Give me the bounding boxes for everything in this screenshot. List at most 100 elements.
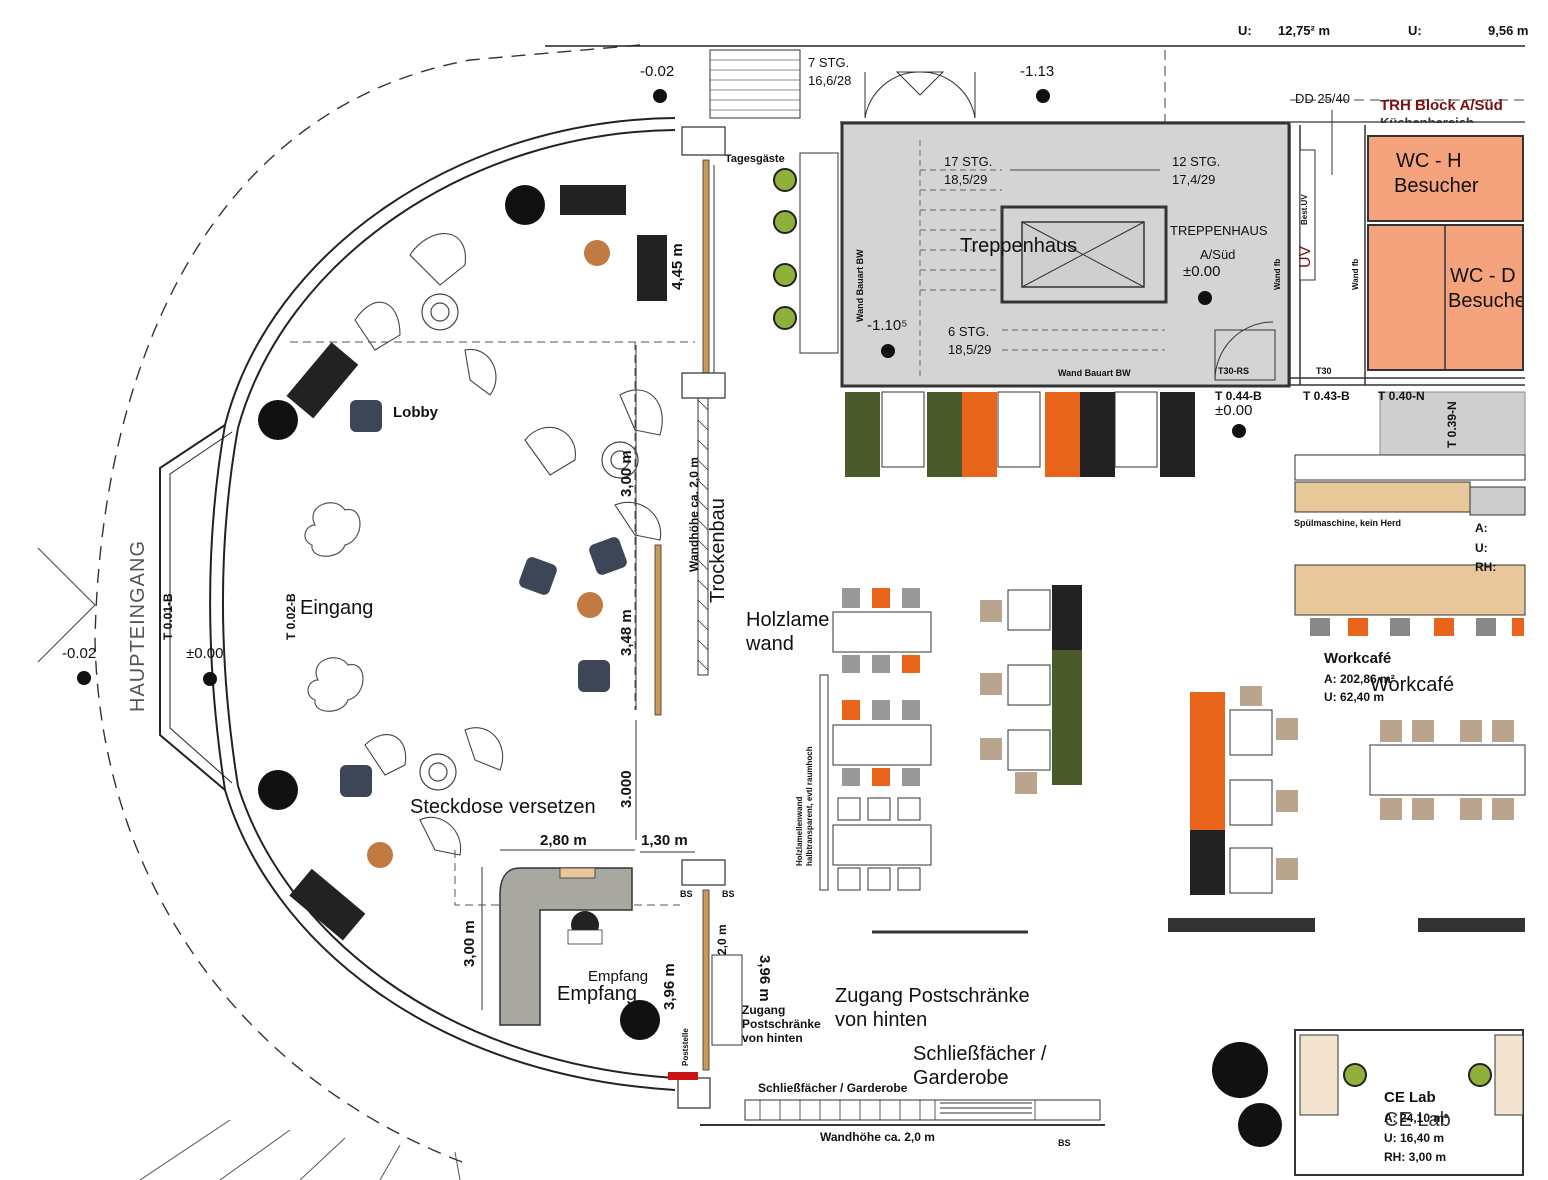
facade-outer — [209, 117, 676, 1091]
bar-counter — [1294, 564, 1526, 616]
stair-core — [1000, 205, 1168, 304]
label-steckdose: Steckdose versetzen — [410, 796, 596, 818]
reception-detail — [559, 867, 596, 879]
plants — [258, 185, 1282, 1147]
label-zugang-1: Zugang Postschränke — [835, 985, 1030, 1007]
label-stg12-ratio: 17,4/29 — [1172, 172, 1216, 187]
label-dim-300-b: 3,00 m — [461, 920, 478, 967]
label-u-left: U: — [1238, 23, 1252, 38]
ce-lab-chair-2 — [1468, 1063, 1492, 1087]
label-zugang-2: von hinten — [835, 1009, 928, 1031]
label-level-top-left: -0.02 — [640, 63, 675, 80]
label-zugang-small-2: Postschränke — [742, 1017, 821, 1031]
label-schliess-2: Garderobe — [913, 1067, 1009, 1089]
locker-divs — [759, 1100, 1036, 1120]
tagesgaeste-counter — [799, 152, 839, 354]
label-haupteingang: HAUPTEINGANG — [127, 539, 149, 712]
label-treppenhaus-caps: TREPPENHAUS — [1170, 223, 1268, 238]
label-treppenhaus: Treppenhaus — [960, 235, 1078, 257]
kitchen-side — [1469, 486, 1526, 516]
label-workcafe: Workcafé — [1324, 650, 1392, 667]
label-level-t044: ±0.00 — [1215, 402, 1253, 419]
kitchen-counter — [1294, 481, 1471, 513]
label-level-treppe: ±0.00 — [1183, 263, 1221, 280]
label-zugang-small-1: Zugang — [742, 1003, 786, 1017]
label-kit-a: A: — [1475, 521, 1488, 535]
label-bs-3: BS — [1058, 1138, 1071, 1148]
workcafe-tables-c — [1168, 686, 1526, 932]
label-t040n: T 0.40-N — [1378, 389, 1425, 403]
entrance-vestibule-inner — [169, 431, 233, 784]
label-u-right-val: 9,56 m — [1488, 23, 1529, 38]
label-bs-1: BS — [680, 889, 693, 899]
entrance-chevron — [37, 547, 96, 663]
label-a-sued: A/Süd — [1200, 247, 1236, 262]
label-workcafe-u: U: 62,40 m — [1324, 690, 1385, 704]
level-markers — [77, 89, 1246, 686]
label-trockenbau: Trockenbau — [707, 498, 729, 603]
workcafe-tables-b — [980, 585, 1082, 794]
label-stg12: 12 STG. — [1172, 154, 1221, 169]
top-stair — [709, 49, 801, 119]
workcafe-tables-a — [819, 588, 932, 891]
label-trh-block: TRH Block A/Süd — [1380, 97, 1503, 114]
ce-lab-chair-1 — [1343, 1063, 1367, 1087]
label-uv: UV — [1297, 245, 1314, 268]
label-kit-rh: RH: — [1475, 560, 1497, 574]
drywall-hatch — [697, 399, 709, 671]
label-t039n: T 0.39-N — [1445, 401, 1459, 448]
label-dim-20: 2,0 m — [715, 924, 729, 955]
label-dim-396-b: 3,96 m — [756, 955, 773, 1002]
label-t043b: T 0.43-B — [1303, 389, 1350, 403]
label-wand-fb-2: Wand fb — [1351, 258, 1360, 290]
label-wandhoehe-h: Wandhöhe ca. 2,0 m — [820, 1130, 935, 1144]
label-wand-bauart-v: Wand Bauart BW — [855, 249, 865, 322]
label-holzlamellenwand-2: halbtransparent, evtl raumhoch — [805, 746, 814, 866]
label-lobby: Lobby — [393, 404, 438, 421]
label-wc-d: WC - D — [1450, 265, 1516, 287]
reception-mat — [567, 929, 603, 945]
label-wandhoehe-v: Wandhöhe ca. 2,0 m — [687, 457, 701, 572]
label-wc-d-besucher: Besucher — [1448, 291, 1522, 311]
label-level-top-mid: -1.13 — [1020, 63, 1055, 80]
label-stg6-ratio: 18,5/29 — [948, 342, 992, 357]
label-kuechenbereich: Küchenbereich — [1380, 116, 1474, 123]
label-dd: DD 25/40 — [1295, 91, 1350, 106]
kitchen-counter-top — [1294, 454, 1526, 481]
wood-strip-1 — [702, 159, 710, 376]
label-t30: T30 — [1316, 366, 1332, 376]
outer-dashed-arc — [94, 44, 641, 1166]
kitchen-floor — [1379, 391, 1526, 458]
label-dim-348: 3,48 m — [618, 609, 635, 656]
dim-lines — [481, 345, 695, 1010]
label-best-uv: Best.UV — [1300, 194, 1309, 225]
upper-dashed — [1164, 50, 1525, 125]
label-workcafe-a: A: 202,86 m² — [1324, 672, 1395, 686]
reception-desk — [499, 867, 633, 1026]
entrance-vestibule — [159, 424, 226, 791]
label-holzlamellenwand: Holzlamellenwand — [795, 796, 804, 866]
label-workcafe-big: Workcafé — [1370, 674, 1455, 696]
label-wand-bauart-h: Wand Bauart BW — [1058, 368, 1131, 378]
label-stg6: 6 STG. — [948, 324, 990, 339]
label-stg17: 17 STG. — [944, 154, 993, 169]
label-dim-300-a: 3,00 m — [618, 450, 635, 497]
label-empfang-small: Empfang — [588, 968, 649, 985]
label-schliess-small: Schließfächer / Garderobe — [758, 1081, 908, 1095]
red-marker — [668, 1072, 698, 1080]
locker-stripes — [940, 1102, 1032, 1114]
wc-h-room — [1367, 135, 1524, 222]
facade-inner — [222, 129, 676, 1079]
label-tagesgaeste: Tagesgäste — [725, 153, 785, 165]
top-door-swing — [864, 71, 976, 119]
ce-lab-desk-1 — [1299, 1034, 1339, 1116]
booth-row — [845, 391, 1195, 477]
label-u-right: U: — [1408, 23, 1422, 38]
uv-box — [1299, 149, 1316, 281]
ce-lab-desk-2 — [1494, 1034, 1524, 1116]
label-eingang: Eingang — [300, 597, 374, 619]
label-stg17-ratio: 18,5/29 — [944, 172, 988, 187]
label-u-left-val: 12,75² m — [1278, 23, 1331, 38]
lobby-furniture — [258, 185, 1282, 1147]
label-schliess-1: Schließfächer / — [913, 1043, 1047, 1065]
